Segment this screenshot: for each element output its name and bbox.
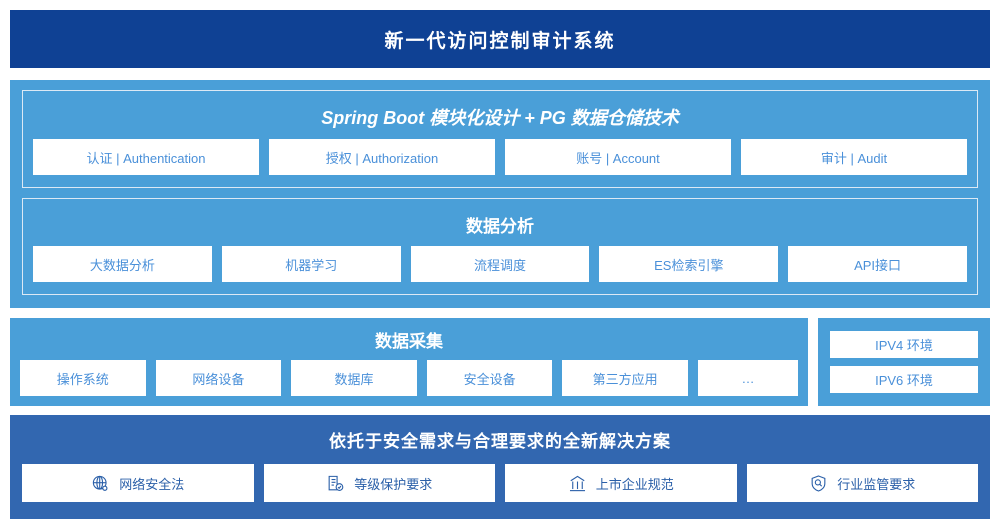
card-es-search-engine[interactable]: ES检索引擎 — [599, 246, 779, 282]
card-security-device[interactable]: 安全设备 — [426, 360, 553, 396]
card-third-party-app[interactable]: 第三方应用 — [562, 360, 688, 396]
spring-boot-card-row: 认证 | Authentication 授权 | Authorization 账… — [33, 139, 967, 175]
data-collection-panel: 数据采集 操作系统 网络设备 数据库 安全设备 第三方应用 … — [10, 318, 808, 406]
page-title: 新一代访问控制审计系统 — [384, 30, 616, 52]
card-authentication[interactable]: 认证 | Authentication — [33, 139, 259, 175]
card-label: 网络安全法 — [119, 476, 185, 492]
bank-building-icon — [568, 474, 587, 493]
card-label: 行业监管要求 — [837, 476, 916, 492]
data-analysis-section: 数据分析 大数据分析 机器学习 流程调度 ES检索引擎 API接口 — [22, 198, 978, 295]
platform-panel: Spring Boot 模块化设计 + PG 数据仓储技术 认证 | Authe… — [10, 80, 990, 308]
card-api-interface[interactable]: API接口 — [788, 246, 967, 282]
card-audit[interactable]: 审计 | Audit — [741, 139, 967, 175]
card-machine-learning[interactable]: 机器学习 — [221, 246, 401, 282]
card-classified-protection[interactable]: 等级保护要求 — [263, 464, 495, 502]
solution-panel-title: 依托于安全需求与合理要求的全新解决方案 — [329, 432, 671, 451]
card-ipv4-environment[interactable]: IPV4 环境 — [830, 331, 978, 358]
card-operating-system[interactable]: 操作系统 — [20, 360, 146, 396]
shield-search-icon — [809, 474, 828, 493]
card-label: 等级保护要求 — [354, 476, 433, 492]
data-collection-title: 数据采集 — [375, 332, 443, 351]
data-analysis-card-row: 大数据分析 机器学习 流程调度 ES检索引擎 API接口 — [33, 246, 967, 282]
card-industry-regulation[interactable]: 行业监管要求 — [746, 464, 978, 502]
card-label: 上市企业规范 — [595, 476, 674, 492]
spring-boot-section-title: Spring Boot 模块化设计 + PG 数据仓储技术 — [321, 108, 679, 128]
card-database[interactable]: 数据库 — [291, 360, 417, 396]
card-ipv6-environment[interactable]: IPV6 环境 — [830, 366, 978, 393]
card-authorization[interactable]: 授权 | Authorization — [269, 139, 495, 175]
card-big-data-analysis[interactable]: 大数据分析 — [33, 246, 212, 282]
header-bar: 新一代访问控制审计系统 — [10, 10, 990, 68]
environment-panel: IPV4 环境 IPV6 环境 — [818, 318, 990, 406]
spring-boot-section: Spring Boot 模块化设计 + PG 数据仓储技术 认证 | Authe… — [22, 90, 978, 188]
card-network-device[interactable]: 网络设备 — [155, 360, 282, 396]
data-analysis-section-title: 数据分析 — [466, 217, 534, 236]
card-listed-enterprise-standard[interactable]: 上市企业规范 — [505, 464, 737, 502]
collection-row: 数据采集 操作系统 网络设备 数据库 安全设备 第三方应用 … IPV4 环境 … — [10, 318, 990, 406]
card-cybersecurity-law[interactable]: 网络安全法 — [22, 464, 254, 502]
card-account[interactable]: 账号 | Account — [505, 139, 731, 175]
solution-card-row: 网络安全法 等级保护要求 — [22, 464, 978, 502]
globe-network-icon — [91, 474, 110, 493]
data-collection-card-row: 操作系统 网络设备 数据库 安全设备 第三方应用 … — [20, 360, 798, 396]
solution-panel: 依托于安全需求与合理要求的全新解决方案 网络安全法 — [10, 415, 990, 519]
card-more-ellipsis[interactable]: … — [697, 360, 798, 396]
document-check-icon — [326, 474, 345, 493]
card-process-scheduling[interactable]: 流程调度 — [410, 246, 590, 282]
